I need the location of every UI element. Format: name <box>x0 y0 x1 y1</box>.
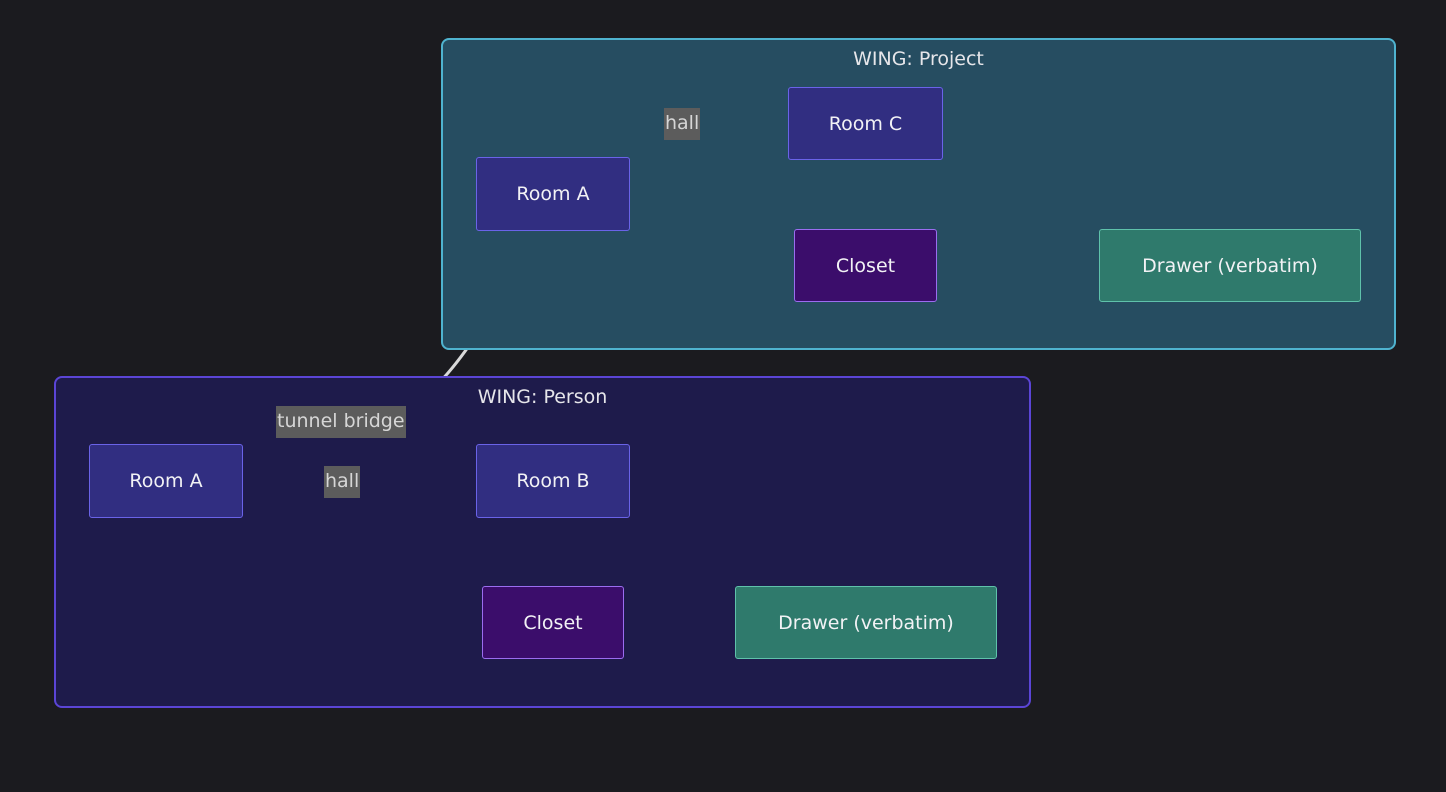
person-closet-node[interactable]: Closet <box>482 586 624 659</box>
person-hall-edge-label: hall <box>324 466 361 498</box>
project-room-c-node[interactable]: Room C <box>788 87 943 160</box>
project-room-a-node[interactable]: Room A <box>476 157 630 231</box>
wing-project-title: WING: Project <box>853 48 984 70</box>
wing-person-title: WING: Person <box>477 386 608 408</box>
project-hall-edge-label: hall <box>664 108 701 140</box>
person-room-b-node[interactable]: Room B <box>476 444 630 518</box>
project-closet-node[interactable]: Closet <box>794 229 937 302</box>
project-drawer-node[interactable]: Drawer (verbatim) <box>1099 229 1361 302</box>
person-room-a-node[interactable]: Room A <box>89 444 243 518</box>
person-drawer-node[interactable]: Drawer (verbatim) <box>735 586 997 659</box>
tunnel-bridge-edge-label: tunnel bridge <box>276 406 406 438</box>
